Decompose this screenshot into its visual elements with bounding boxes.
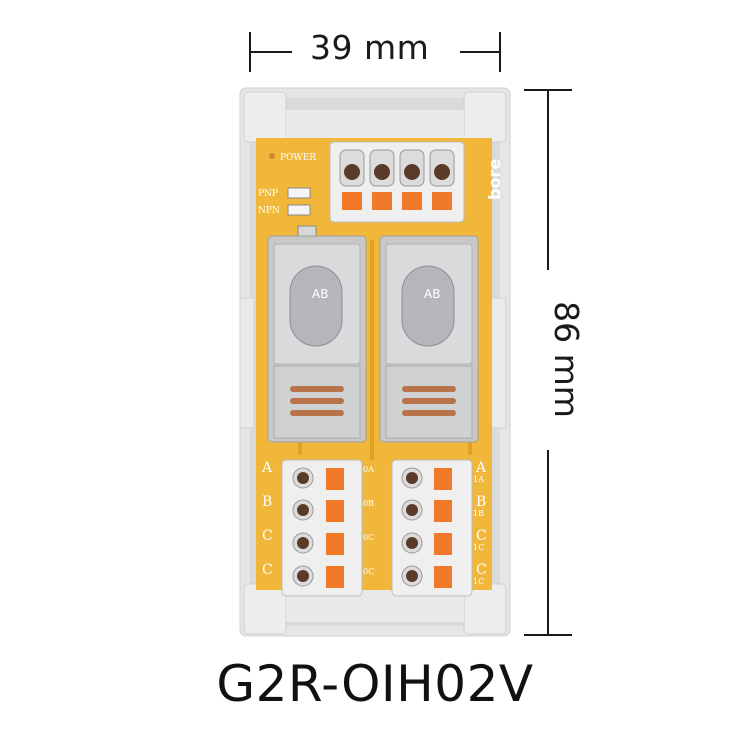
- right-code-1: 1A: [473, 475, 484, 484]
- side-clip-left: [239, 297, 255, 429]
- model-name: G2R-OIH02V: [216, 655, 534, 713]
- height-dimension-label: 86 mm: [546, 301, 586, 418]
- power-label: POWER: [280, 153, 316, 163]
- right-letter-3: C: [476, 528, 487, 544]
- relay-module: [239, 87, 511, 637]
- relay-right-marking: AB: [424, 287, 440, 301]
- left-letter-4: C: [262, 562, 273, 578]
- width-dimension-label: 39 mm: [310, 28, 430, 67]
- smd-resistor: [297, 225, 317, 237]
- pnp-label: PNP: [258, 189, 278, 199]
- relay-left: [267, 235, 367, 443]
- power-led: [269, 153, 275, 159]
- pnp-switch: [287, 187, 311, 199]
- left-code-4: 0C: [363, 567, 374, 576]
- rail-cap-tl: [243, 91, 287, 143]
- right-letter-2: B: [476, 494, 486, 510]
- right-code-4: 1C: [473, 577, 484, 586]
- left-letter-1: A: [261, 460, 273, 476]
- right-code-2: 1B: [473, 509, 484, 518]
- rail-top-bar: [286, 110, 464, 140]
- input-terminals: [339, 149, 455, 210]
- right-code-3: 1C: [473, 543, 484, 552]
- relay-right: [379, 235, 479, 443]
- left-letter-2: B: [262, 494, 272, 510]
- relay-left-marking: AB: [312, 287, 328, 301]
- right-letter-4: C: [476, 562, 487, 578]
- left-code-1: 0A: [363, 465, 374, 474]
- rail-cap-tr: [463, 91, 507, 143]
- right-letter-1: A: [475, 460, 487, 476]
- brand-logo: bore: [485, 159, 504, 200]
- left-code-3: 0C: [363, 533, 374, 542]
- npn-label: NPN: [258, 206, 280, 216]
- output-terminal-left: [281, 459, 363, 597]
- left-letter-3: C: [262, 528, 273, 544]
- output-terminal-right: [391, 459, 473, 597]
- npn-switch: [287, 204, 311, 216]
- left-code-2: 0B: [363, 499, 374, 508]
- rail-cap-bl: [243, 583, 287, 635]
